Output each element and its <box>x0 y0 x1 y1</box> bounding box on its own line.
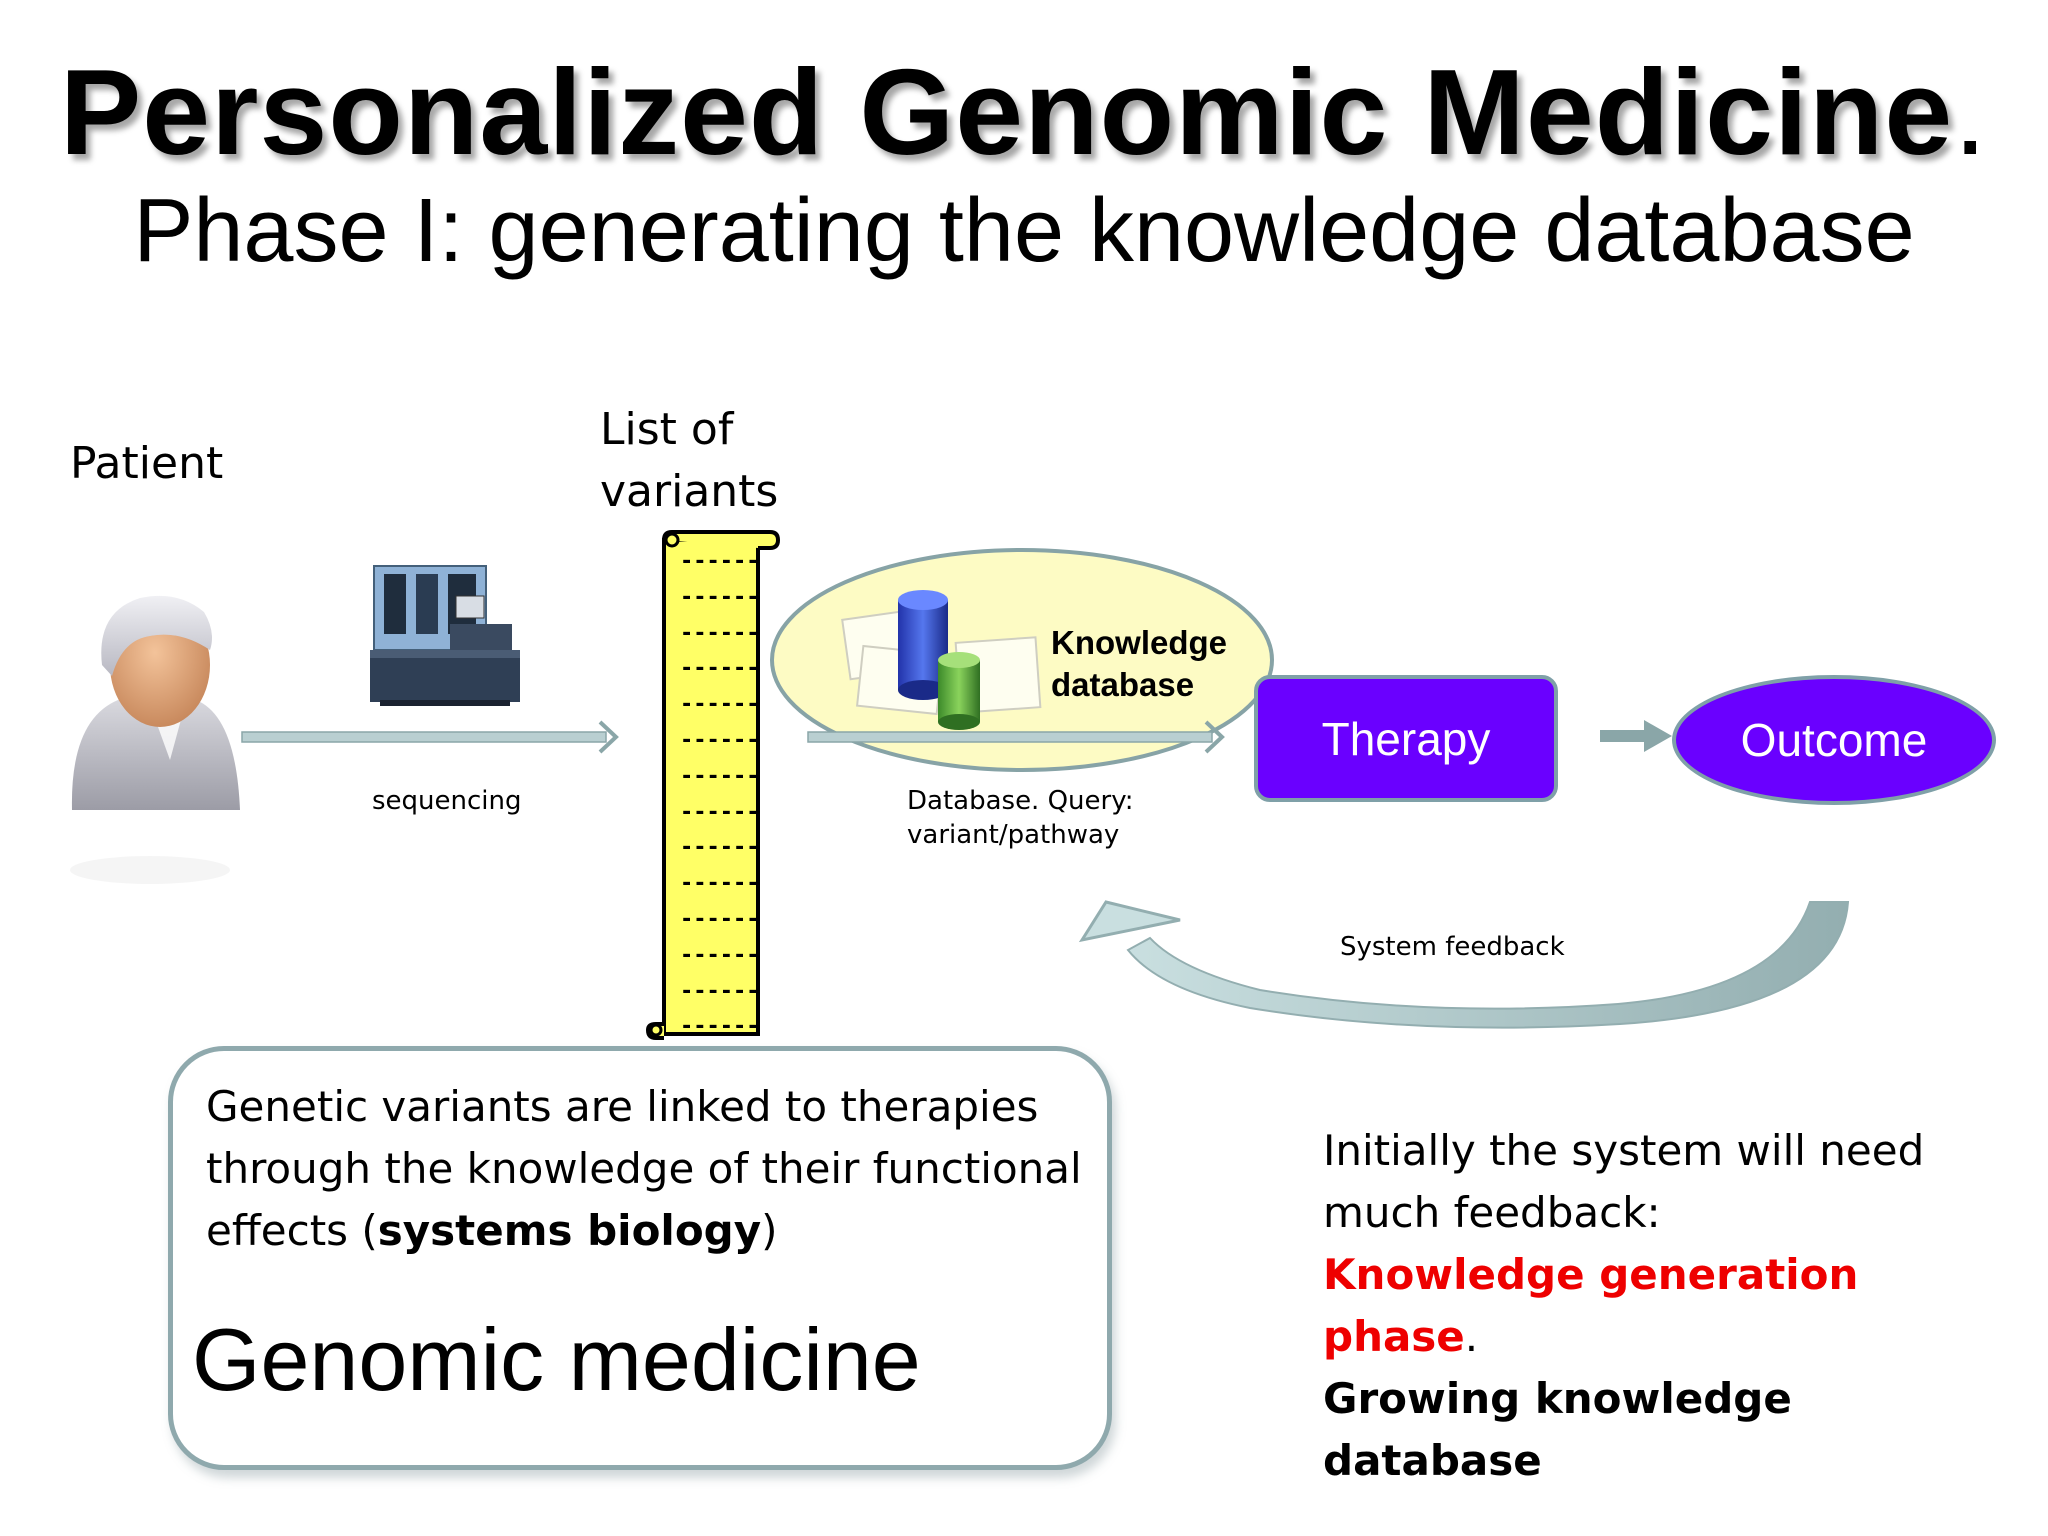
sequencer-icon <box>370 565 520 706</box>
page-title: Personalized Genomic Medicine. <box>0 42 2048 182</box>
variant-row: ------ <box>680 620 760 646</box>
variants-label-line1: List of <box>600 404 734 455</box>
database-query-label-line1: Database. Query: <box>907 786 1134 816</box>
patient-avatar <box>70 595 240 884</box>
variant-row: ------ <box>680 1014 760 1040</box>
variant-row: ------ <box>680 727 760 753</box>
system-feedback-label: System feedback <box>1340 932 1565 962</box>
patient-label: Patient <box>70 438 224 489</box>
variant-row: ------ <box>680 584 760 610</box>
summary-description: Genetic variants are linked to therapies… <box>206 1076 1106 1262</box>
therapy-node: Therapy <box>1254 675 1558 802</box>
summary-text-part2: ) <box>761 1206 778 1255</box>
variant-row: ------ <box>680 692 760 718</box>
summary-callout <box>168 1046 1112 1470</box>
side-note-red-text: Knowledge generation phase <box>1323 1250 1859 1361</box>
side-note-after-red: . <box>1464 1312 1479 1361</box>
variant-row: ------ <box>680 549 760 574</box>
side-note: Initially the system will need much feed… <box>1323 1120 1963 1492</box>
title-dot: . <box>1953 44 1989 180</box>
summary-text-part1: Genetic variants are linked to therapies… <box>206 1082 1082 1255</box>
variant-row: ------ <box>680 763 760 789</box>
page-subtitle: Phase I: generating the knowledge databa… <box>133 181 1915 281</box>
variant-row: ------ <box>680 871 760 897</box>
outcome-label: Outcome <box>1740 714 1928 766</box>
system-feedback-arrow <box>1078 900 1850 1029</box>
database-query-arrow <box>807 720 1225 754</box>
therapy-outcome-arrow <box>1600 720 1672 752</box>
knowledge-database-node <box>770 548 1274 772</box>
title-text: Personalized Genomic Medicine <box>59 44 1954 180</box>
outcome-node: Outcome <box>1672 675 1996 805</box>
variant-scroll <box>645 530 781 1040</box>
variant-row: ------ <box>680 906 760 932</box>
sequencing-label: sequencing <box>372 786 522 816</box>
variant-row: ------ <box>680 799 760 825</box>
side-note-line1: Initially the system will need much feed… <box>1323 1126 1925 1237</box>
variant-row: ------ <box>680 942 760 968</box>
variant-row: ------ <box>680 978 760 1004</box>
knowledge-database-label-line2: database <box>1051 666 1195 703</box>
summary-text-bold: systems biology <box>377 1206 762 1255</box>
variants-label-line2: variants <box>600 466 779 517</box>
knowledge-database-label-line1: Knowledge <box>1051 624 1228 661</box>
side-note-bold-text: Growing knowledge database <box>1323 1374 1792 1485</box>
variant-row: ------ <box>680 835 760 861</box>
variant-row: ------ <box>680 656 760 682</box>
variant-list: ------ ------ ------ ------ ------ ------ ----… <box>680 544 760 1045</box>
sequencing-arrow <box>241 720 619 754</box>
summary-heading: Genomic medicine <box>192 1310 921 1409</box>
therapy-label: Therapy <box>1321 712 1491 765</box>
database-query-label-line2: variant/pathway <box>907 820 1120 850</box>
